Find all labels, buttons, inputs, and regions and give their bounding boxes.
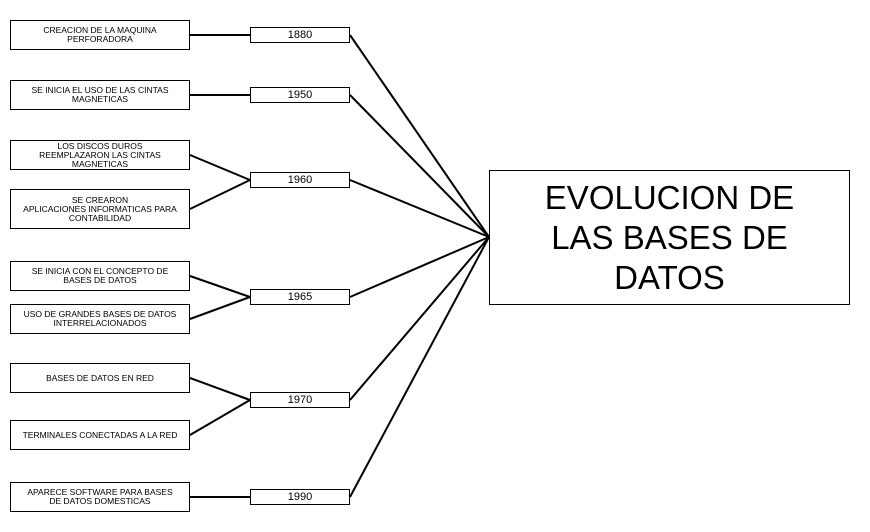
connector-event-5-to-1965	[189, 275, 251, 298]
connector-1950-to-title	[349, 94, 490, 238]
year-box-1965: 1965	[250, 289, 350, 305]
event-box-software-domestico: APARECE SOFTWARE PARA BASES DE DATOS DOM…	[10, 482, 190, 512]
event-box-cintas-magneticas: SE INICIA EL USO DE LAS CINTAS MAGNETICA…	[10, 80, 190, 110]
event-box-discos-duros: LOS DISCOS DUROS REEMPLAZARON LAS CINTAS…	[10, 140, 190, 170]
connector-1880-to-title	[349, 34, 490, 238]
year-box-1990: 1990	[250, 489, 350, 505]
connector-1970-to-title	[349, 236, 490, 401]
year-box-1960: 1960	[250, 172, 350, 188]
year-box-1950: 1950	[250, 87, 350, 103]
year-box-1880: 1880	[250, 27, 350, 43]
connector-1990-to-title	[349, 236, 490, 498]
connector-event-3-to-1960	[189, 154, 251, 181]
connector-event-6-to-1965	[189, 296, 251, 320]
connector-1960-to-title	[349, 179, 490, 238]
connector-event-8-to-1970	[189, 399, 251, 436]
event-box-aplicaciones-contabilidad: SE CREARON APLICACIONES INFORMATICAS PAR…	[10, 189, 190, 229]
diagram-title: EVOLUCION DE LAS BASES DE DATOS	[489, 170, 850, 305]
event-box-maquina-perforadora: CREACION DE LA MAQUINA PERFORADORA	[10, 20, 190, 50]
year-box-1970: 1970	[250, 392, 350, 408]
event-box-concepto-bases-datos: SE INICIA CON EL CONCEPTO DE BASES DE DA…	[10, 261, 190, 291]
connector-event-7-to-1970	[189, 377, 251, 401]
connector-event-4-to-1960	[189, 179, 251, 210]
event-box-terminales-red: TERMINALES CONECTADAS A LA RED	[10, 420, 190, 450]
event-box-grandes-bases-datos: USO DE GRANDES BASES DE DATOS INTERRELAC…	[10, 304, 190, 334]
connector-1965-to-title	[349, 236, 490, 298]
event-box-bases-datos-red: BASES DE DATOS EN RED	[10, 363, 190, 393]
